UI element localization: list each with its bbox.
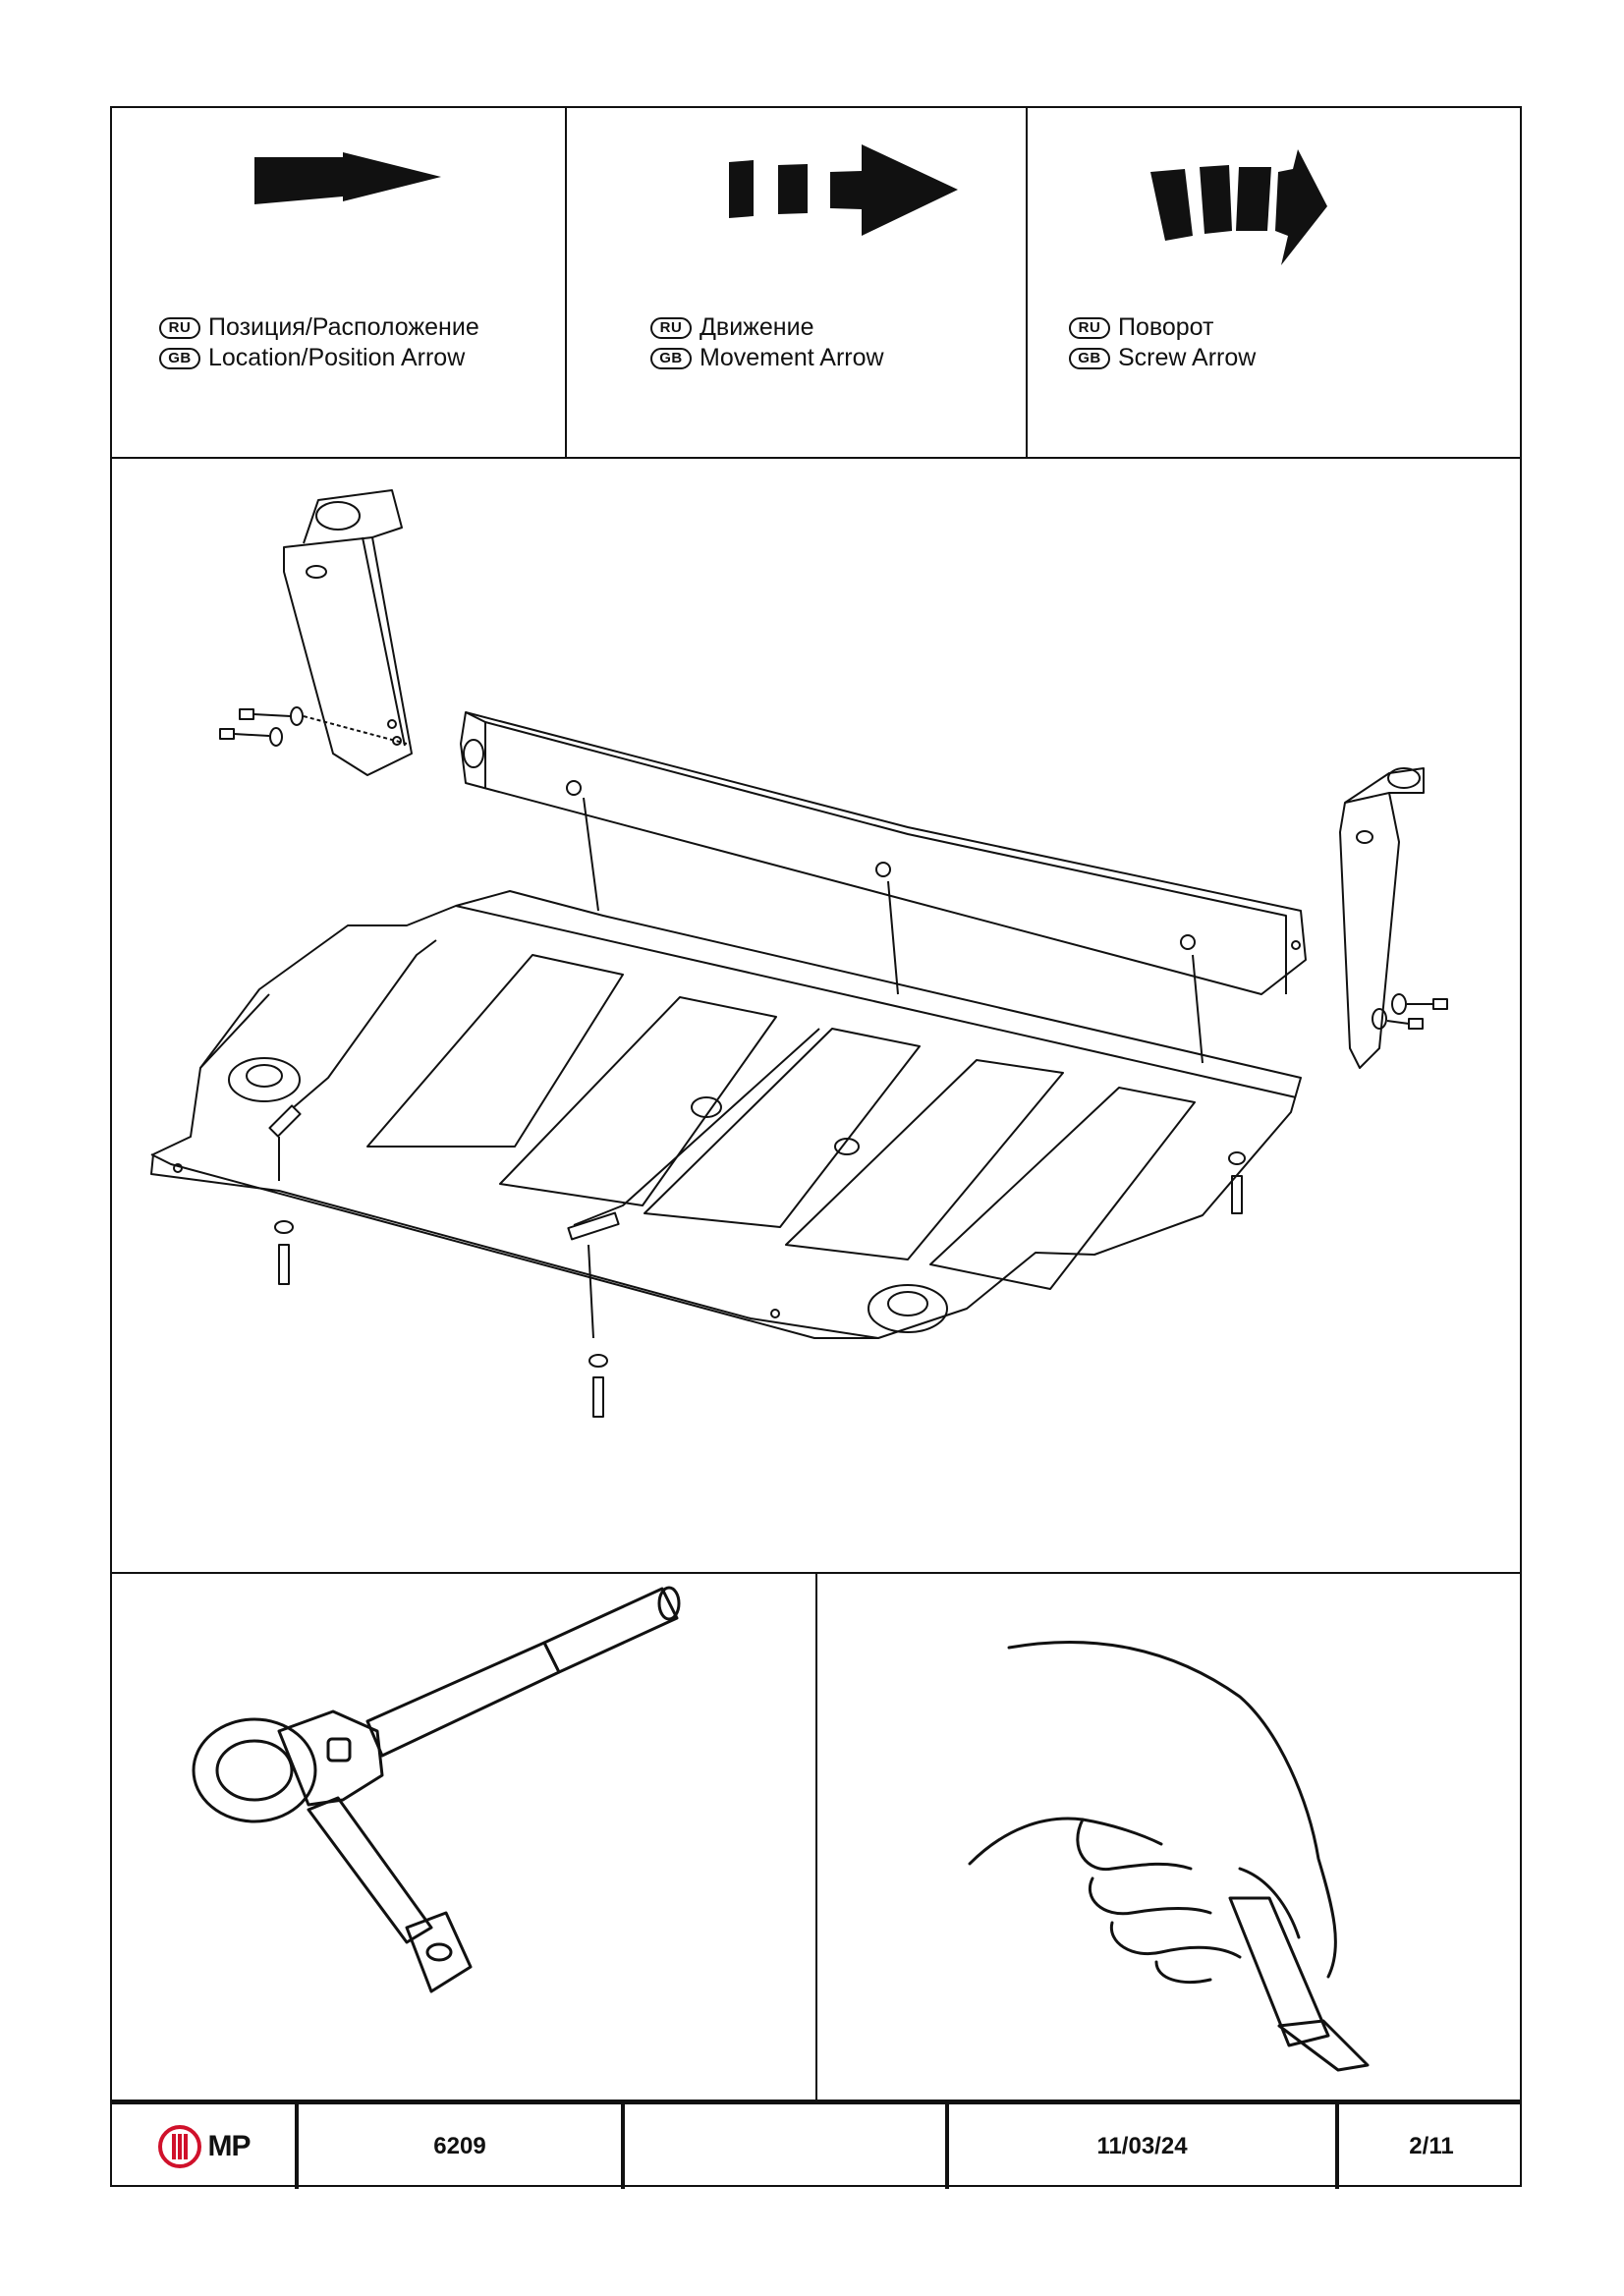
legend-ru-text: Поворот: [1118, 313, 1214, 341]
legend-movement-cell: RU Движение GB Movement Arrow: [567, 108, 1028, 457]
left-bolts: [219, 706, 408, 747]
legend-location-cell: RU Позиция/Расположение GB Location/Positi…: [112, 108, 567, 457]
legend-location-labels: RU Позиция/Расположение GB Location/Positi…: [159, 312, 479, 373]
article-number: 6209: [299, 2104, 625, 2189]
gb-badge: GB: [650, 347, 692, 369]
legend-screw-labels: RU Поворот GB Screw Arrow: [1069, 312, 1256, 373]
legend-ru-text: Движение: [700, 313, 814, 341]
ru-badge: RU: [650, 316, 692, 339]
arrow-legend: RU Позиция/Расположение GB Location/Positi…: [112, 108, 1520, 459]
gb-badge: GB: [1069, 347, 1110, 369]
left-bracket: [283, 489, 413, 776]
logo-text: MP: [207, 2130, 252, 2162]
hand-utility-knife-icon: [968, 1640, 1370, 2072]
logo-cell: MP: [112, 2104, 299, 2189]
ratchet-cell: [112, 1574, 817, 2100]
blank-cell: [625, 2104, 949, 2189]
legend-movement-labels: RU Движение GB Movement Arrow: [650, 312, 884, 373]
legend-gb-text: Movement Arrow: [700, 344, 884, 371]
legend-gb-text: Screw Arrow: [1118, 344, 1257, 371]
legend-screw-cell: RU Поворот GB Screw Arrow: [1028, 108, 1524, 457]
instruction-sheet: RU Позиция/Расположение GB Location/Positi…: [110, 106, 1522, 2189]
title-block: MP 6209 11/03/24 2/11: [112, 2100, 1520, 2189]
location-arrow-icon: [254, 152, 441, 204]
legend-gb-text: Location/Position Arrow: [208, 344, 466, 371]
assembly-drawing: [112, 459, 1520, 1574]
screw-arrow-icon: [1150, 149, 1327, 265]
ru-badge: RU: [159, 316, 200, 339]
tools-row: [112, 1574, 1520, 2100]
right-bolts: [1372, 993, 1448, 1030]
skid-plate: [150, 890, 1302, 1339]
page-number: 2/11: [1409, 2133, 1454, 2159]
knife-cell: [817, 1574, 1524, 2100]
document-date: 11/03/24: [949, 2104, 1339, 2189]
skid-plate-exploded-view: [150, 489, 1448, 1418]
ru-badge: RU: [1069, 316, 1110, 339]
right-bracket: [1339, 767, 1425, 1069]
ratchet-wrench-icon: [192, 1586, 681, 1993]
crossbar-beam: [460, 711, 1307, 995]
mp-logo-icon: [157, 2125, 201, 2168]
legend-ru-text: Позиция/Расположение: [208, 313, 479, 341]
movement-arrow-icon: [729, 144, 958, 236]
gb-badge: GB: [159, 347, 200, 369]
